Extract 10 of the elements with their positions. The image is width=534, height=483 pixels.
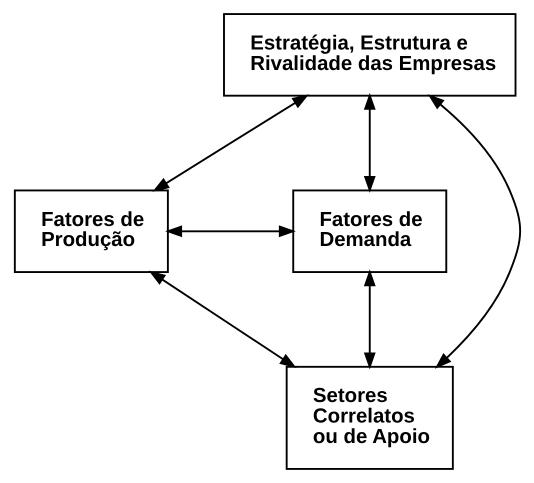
arrow: [363, 269, 376, 370]
arrow: [427, 94, 521, 369]
arrow: [164, 225, 296, 238]
node-box: Estratégia, Estrutura e Rivalidade das Empresas: [222, 13, 516, 97]
node-box: Fatores de Produção: [13, 190, 168, 274]
arrow: [148, 270, 296, 368]
arrow: [363, 92, 376, 193]
arrow: [152, 94, 309, 192]
node-box: Fatores de Demanda: [292, 190, 447, 274]
node-box: Setores Correlatos ou de Apoio: [285, 366, 454, 470]
